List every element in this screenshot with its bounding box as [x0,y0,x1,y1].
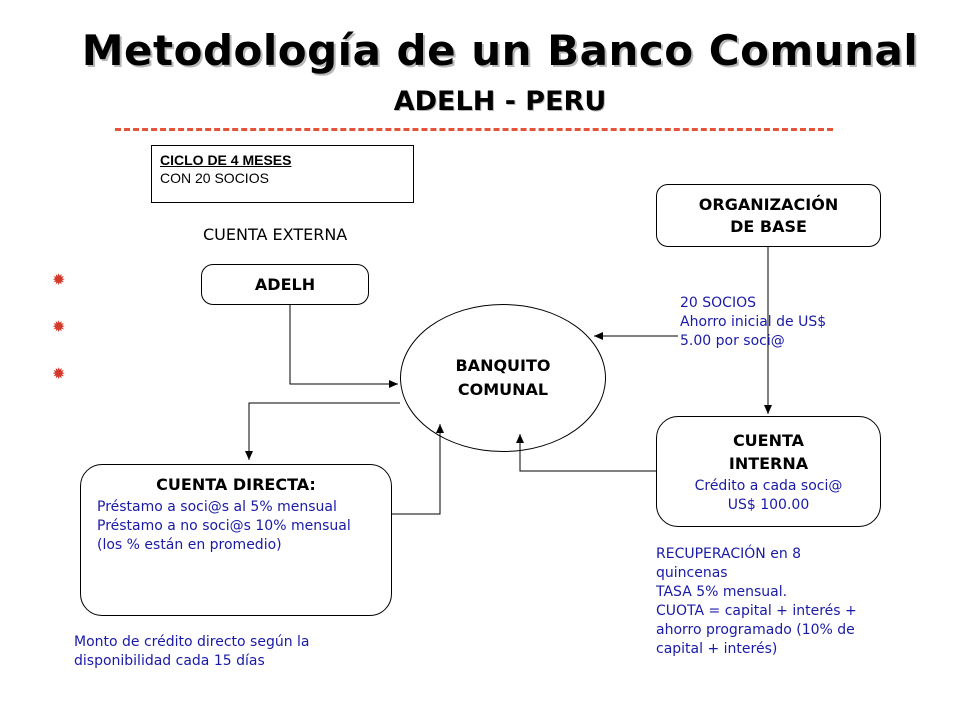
bullet-icon: ✹ [52,270,66,289]
cuenta-directa-title: CUENTA DIRECTA: [156,475,316,494]
cuenta-interna-box: CUENTA INTERNA Crédito a cada soci@ US$ … [656,416,881,527]
socios-line2: Ahorro inicial de US$ [680,314,827,330]
cuenta-directa-line1: Préstamo a soci@s al 5% mensual [97,499,337,515]
adelh-box: ADELH [201,264,369,305]
organizacion-line2: DE BASE [730,216,807,236]
ciclo-box: CICLO DE 4 MESES CON 20 SOCIOS [151,145,414,203]
cuenta-interna-detail1: Crédito a cada soci@ [694,477,843,494]
cuenta-directa-line3: (los % están en promedio) [97,537,282,553]
socios-line1: 20 SOCIOS [680,295,756,311]
ciclo-line1: CICLO DE 4 MESES [160,152,292,168]
cuenta-externa-label: CUENTA EXTERNA [203,225,348,244]
monto-line2: disponibilidad cada 15 días [74,653,265,669]
connector-banquito-to-directa [245,402,400,460]
page-subtitle: ADELH - PERU [393,86,607,117]
bullet-icon: ✹ [52,364,66,383]
page-title: Metodología de un Banco Comunal [81,26,919,75]
monto-note: Monto de crédito directo según la dispon… [74,633,310,671]
monto-line1: Monto de crédito directo según la [74,634,310,650]
bullet-icon: ✹ [52,317,66,336]
cuenta-interna-detail2: US$ 100.00 [727,496,810,513]
recuperacion-line2: TASA 5% mensual. [656,584,788,600]
socios-note: 20 SOCIOS Ahorro inicial de US$ 5.00 por… [680,294,826,351]
cuenta-directa-line2: Préstamo a no soci@s 10% mensual [97,518,351,534]
banquito-comunal-node: BANQUITO COMUNAL [400,304,606,452]
recuperacion-line1: RECUPERACIÓN en 8 quincenas [656,546,802,581]
cuenta-interna-line1: CUENTA [732,430,805,450]
recuperacion-line3: CUOTA = capital + interés + ahorro progr… [656,603,857,657]
cuenta-directa-box: CUENTA DIRECTA: Préstamo a soci@s al 5% … [80,464,392,616]
banquito-line2: COMUNAL [457,380,549,399]
connector-adelh-to-banquito [289,305,398,388]
cuenta-interna-line2: INTERNA [728,453,809,473]
recuperacion-note: RECUPERACIÓN en 8 quincenas TASA 5% mens… [656,545,956,659]
banquito-line1: BANQUITO [455,356,551,375]
organizacion-box: ORGANIZACIÓN DE BASE [656,184,881,247]
title-divider [115,128,833,131]
ciclo-line2: CON 20 SOCIOS [160,170,269,186]
socios-line3: 5.00 por soci@ [680,333,785,349]
connector-directa-to-banquito [392,424,444,515]
organizacion-line1: ORGANIZACIÓN [698,194,839,214]
